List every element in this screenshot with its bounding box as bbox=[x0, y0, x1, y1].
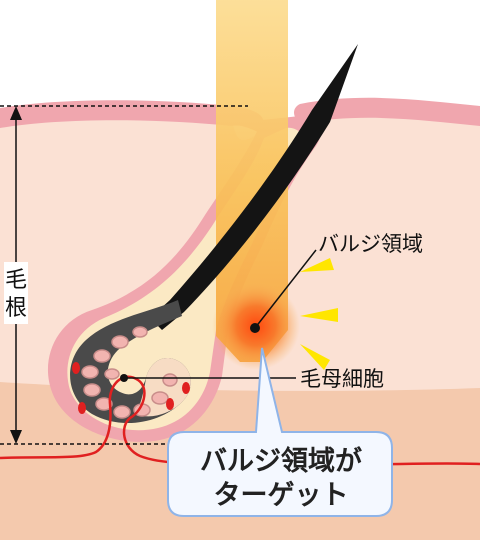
hair-shaft bbox=[150, 44, 358, 330]
spark-ray bbox=[300, 258, 334, 272]
root-label-line2: 根 bbox=[5, 296, 27, 321]
root-label-line1: 毛 bbox=[5, 268, 27, 293]
matrix-leader-dot bbox=[120, 374, 128, 382]
matrix-cell bbox=[81, 365, 99, 379]
dimension-arrow-top bbox=[10, 106, 22, 120]
dimension-arrow-bottom bbox=[10, 430, 22, 444]
spark-ray bbox=[300, 308, 338, 322]
epidermis-layer bbox=[0, 100, 265, 134]
hair-matrix-label: 毛母細胞 bbox=[300, 367, 384, 391]
matrix-cell bbox=[111, 335, 129, 349]
root-label-bg bbox=[4, 262, 28, 324]
matrix-cell bbox=[104, 368, 120, 380]
blood-vessel-dots bbox=[72, 362, 190, 414]
callout-line2: ターゲット bbox=[214, 480, 349, 511]
matrix-cell bbox=[93, 349, 111, 363]
matrix-cell bbox=[95, 397, 113, 411]
matrix-cells bbox=[81, 326, 178, 419]
red-dot bbox=[78, 402, 86, 414]
matrix-cell bbox=[83, 383, 101, 397]
red-dot bbox=[72, 362, 80, 374]
matrix-cell bbox=[162, 373, 178, 387]
spark-ray bbox=[300, 344, 330, 370]
bulge-label: バルジ領域 bbox=[318, 232, 423, 256]
laser-beam-icon bbox=[216, 0, 288, 362]
matrix-cell bbox=[151, 391, 169, 405]
red-dot bbox=[182, 382, 190, 394]
callout-box bbox=[167, 347, 393, 517]
matrix-cell bbox=[132, 326, 148, 338]
red-dot bbox=[166, 398, 174, 410]
epidermis-layer-right bbox=[294, 97, 480, 126]
dermal-papilla bbox=[136, 357, 191, 417]
bulge-leader-line bbox=[254, 249, 317, 329]
spark-rays-icon bbox=[300, 258, 338, 370]
matrix-cell bbox=[113, 405, 131, 419]
callout-line1: バルジ領域が bbox=[200, 445, 362, 477]
